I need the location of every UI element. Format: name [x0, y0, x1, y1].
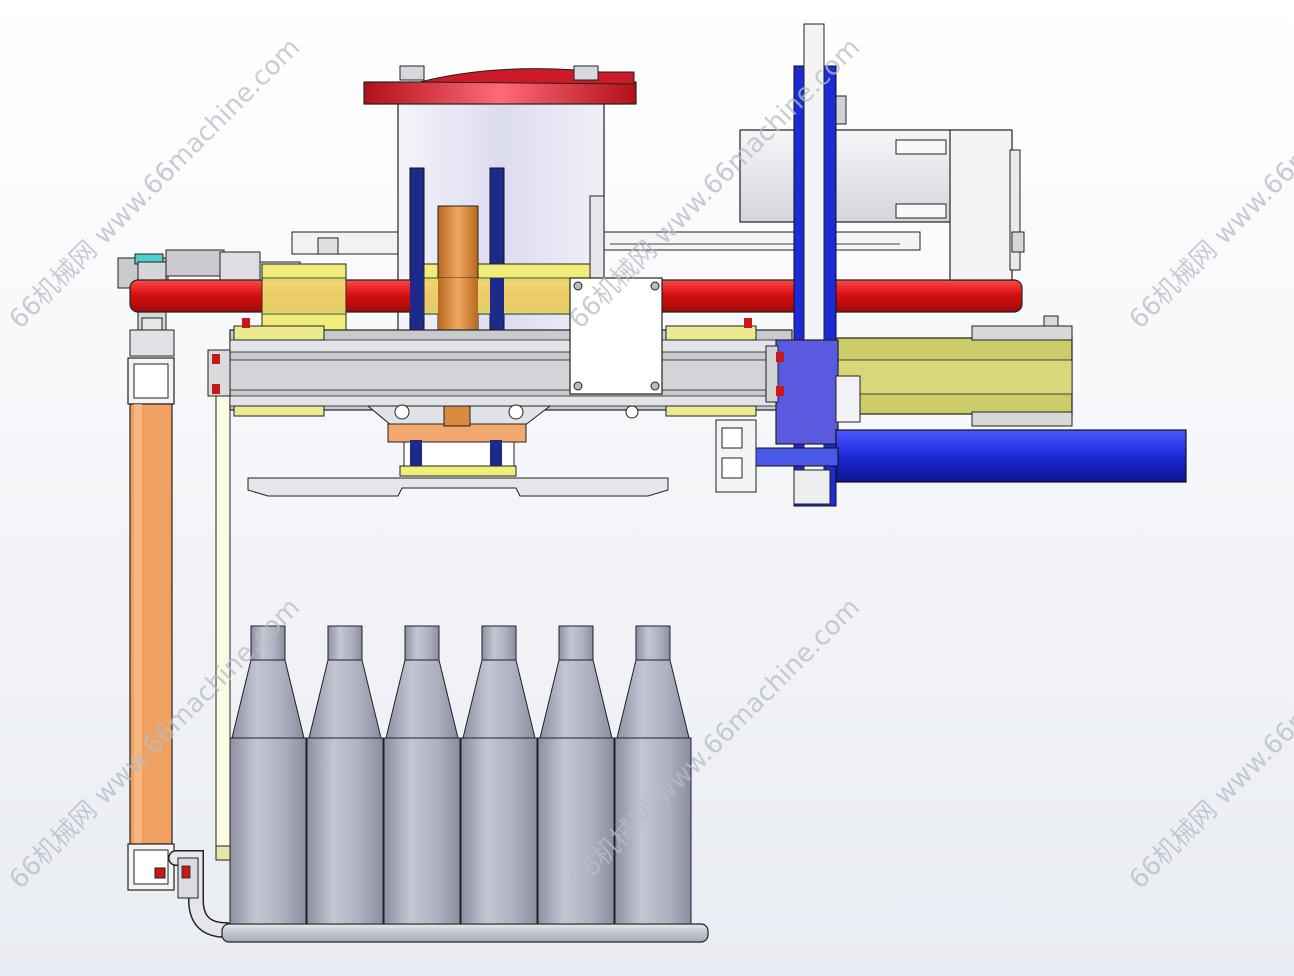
- bottle: [537, 625, 615, 925]
- bottle: [383, 625, 461, 925]
- bottle: [229, 625, 307, 925]
- left-frame: [117, 253, 709, 943]
- blue-cylinder: [835, 429, 1187, 483]
- red-lid: [363, 81, 637, 105]
- center-plate: [569, 277, 663, 395]
- upper-assembly: [129, 23, 1187, 507]
- bottle: [306, 625, 384, 925]
- bottle-group: [229, 625, 692, 925]
- tray: [247, 477, 669, 497]
- blue-block: [775, 339, 839, 445]
- bottle: [460, 625, 538, 925]
- gripper-plate: [387, 423, 527, 443]
- bottle: [614, 625, 692, 925]
